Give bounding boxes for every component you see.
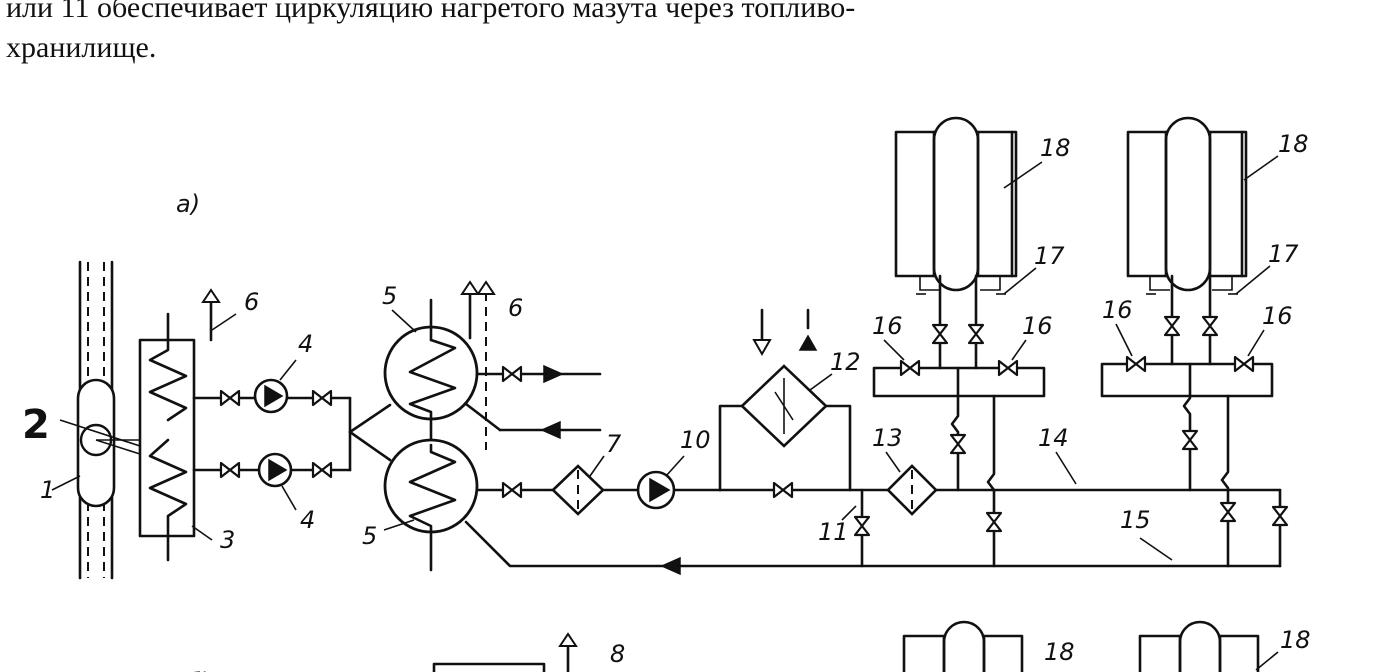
label-7: 7 — [606, 430, 622, 458]
label-17-left: 17 — [1034, 242, 1065, 270]
valve-16-left-a — [899, 359, 921, 377]
label-3: 3 — [220, 526, 235, 554]
arrows-12 — [752, 308, 818, 357]
vent-arrows-6-right — [460, 280, 496, 450]
label-16-left-b: 16 — [1022, 312, 1053, 340]
pump-4-bottom — [257, 452, 293, 488]
valve-tank-right-2 — [1201, 315, 1219, 337]
label-15: 15 — [1120, 506, 1151, 534]
valve-tank-left-1 — [931, 323, 949, 345]
label-2: 2 — [22, 402, 50, 448]
label-18-left: 18 — [1040, 134, 1071, 162]
label-10: 10 — [680, 426, 711, 454]
pipe-vessel-1 — [76, 260, 116, 580]
label-5-bottom: 5 — [362, 522, 377, 550]
label-5-top: 5 — [382, 282, 397, 310]
label-8: 8 — [610, 640, 625, 668]
valve-steam-out — [501, 365, 523, 383]
valve-bypass — [772, 481, 794, 499]
heater-5-top — [383, 298, 479, 447]
pump-10 — [636, 470, 676, 510]
tank-18-group-right — [1126, 116, 1248, 292]
valve-return-right — [1219, 501, 1237, 523]
valve-pump4-bottom-in — [219, 461, 241, 479]
valve-end — [1271, 505, 1289, 527]
valve-heater-out — [501, 481, 523, 499]
heater-12 — [740, 364, 828, 448]
label-18-b-right: 18 — [1280, 626, 1311, 654]
manifold-16-right — [1100, 362, 1274, 398]
label-4-bottom: 4 — [300, 506, 315, 534]
pump-4-top — [253, 378, 289, 414]
panel-a-label: а) — [176, 190, 200, 218]
label-14: 14 — [1038, 424, 1069, 452]
label-16-right-b: 16 — [1262, 302, 1293, 330]
text-line-1: или 11 обеспечивает циркуляцию нагретого… — [6, 0, 856, 24]
diagram-labels: 2 1 3 6 4 4 5 5 6 7 10 12 13 11 14 15 16… — [22, 130, 1309, 561]
filter-7 — [551, 464, 605, 516]
label-16-left-a: 16 — [872, 312, 903, 340]
valve-16-left-b — [997, 359, 1019, 377]
heat-exchanger-3 — [138, 312, 196, 562]
label-6-left: 6 — [244, 288, 259, 316]
label-18-b-left: 18 — [1044, 638, 1075, 666]
label-13: 13 — [872, 424, 903, 452]
label-11: 11 — [818, 518, 849, 546]
panel-b-partial: б) 8 18 18 — [186, 620, 1311, 672]
label-16-right-a: 16 — [1102, 296, 1133, 324]
label-6-right: 6 — [508, 294, 523, 322]
valve-16-right-a — [1125, 355, 1147, 373]
valve-return-left — [985, 511, 1003, 533]
label-12: 12 — [830, 348, 861, 376]
valve-pump4-top-in — [219, 389, 241, 407]
tank-18-group-left — [894, 116, 1018, 292]
caption-text: или 11 обеспечивает циркуляцию нагретого… — [6, 0, 855, 68]
valve-pump4-bottom-out — [311, 461, 333, 479]
vent-arrow-6-left — [201, 288, 221, 342]
valve-pump4-top-out — [311, 389, 333, 407]
valve-supply-right — [1181, 429, 1199, 451]
valve-16-right-b — [1233, 355, 1255, 373]
valve-tank-left-2 — [967, 323, 985, 345]
label-18-right: 18 — [1278, 130, 1309, 158]
valve-11 — [853, 515, 871, 537]
text-line-2: хранилище. — [6, 31, 157, 64]
heater-5-bottom — [383, 438, 479, 572]
panel-b-label: б) — [186, 668, 210, 672]
valve-supply-left — [949, 433, 967, 455]
label-4-top: 4 — [298, 330, 313, 358]
label-17-right: 17 — [1268, 240, 1299, 268]
filter-13 — [886, 464, 938, 516]
valve-tank-right-1 — [1163, 315, 1181, 337]
label-1: 1 — [40, 476, 55, 504]
